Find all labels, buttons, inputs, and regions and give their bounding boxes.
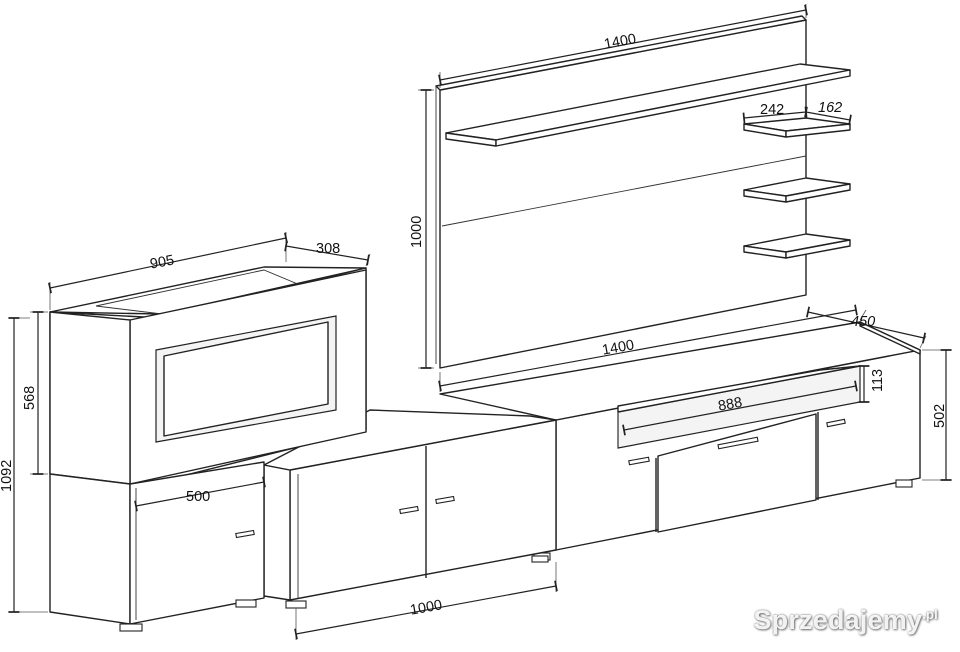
dim-label-cabinet-upper-height: 568 — [22, 386, 38, 410]
watermark-text: Sprzedajemy — [753, 605, 923, 635]
dim-label-open-shelf-height: 113 — [870, 369, 886, 392]
dim-label-cabinet-lower-width: 500 — [186, 489, 210, 505]
watermark-suffix: .pl — [922, 607, 938, 622]
dim-label-cabinet-total-height: 1092 — [0, 460, 15, 492]
dim-label-cabinet-depth: 308 — [316, 241, 340, 257]
dim-label-shelf-width: 242 — [760, 102, 784, 118]
dim-label-low-unit-width: 1000 — [409, 597, 444, 618]
dim-label-tv-unit-width: 1400 — [601, 337, 636, 358]
dim-label-shelf-depth: 162 — [818, 100, 842, 116]
dim-label-panel-height: 1000 — [409, 216, 425, 248]
sprzedajemy-watermark: Sprzedajemy.pl — [753, 605, 938, 636]
dim-label-panel-width: 1400 — [603, 31, 638, 53]
dim-label-cabinet-width: 905 — [149, 252, 176, 272]
dim-label-open-shelf-width: 888 — [717, 395, 744, 415]
low-unit — [263, 409, 557, 609]
wall-shelf-small-2 — [743, 177, 851, 203]
dim-label-tv-unit-height: 502 — [932, 404, 948, 428]
dimension-lines — [8, 4, 952, 640]
wall-shelf-small-3 — [743, 233, 851, 259]
dim-label-tv-unit-depth: 450 — [851, 314, 875, 330]
